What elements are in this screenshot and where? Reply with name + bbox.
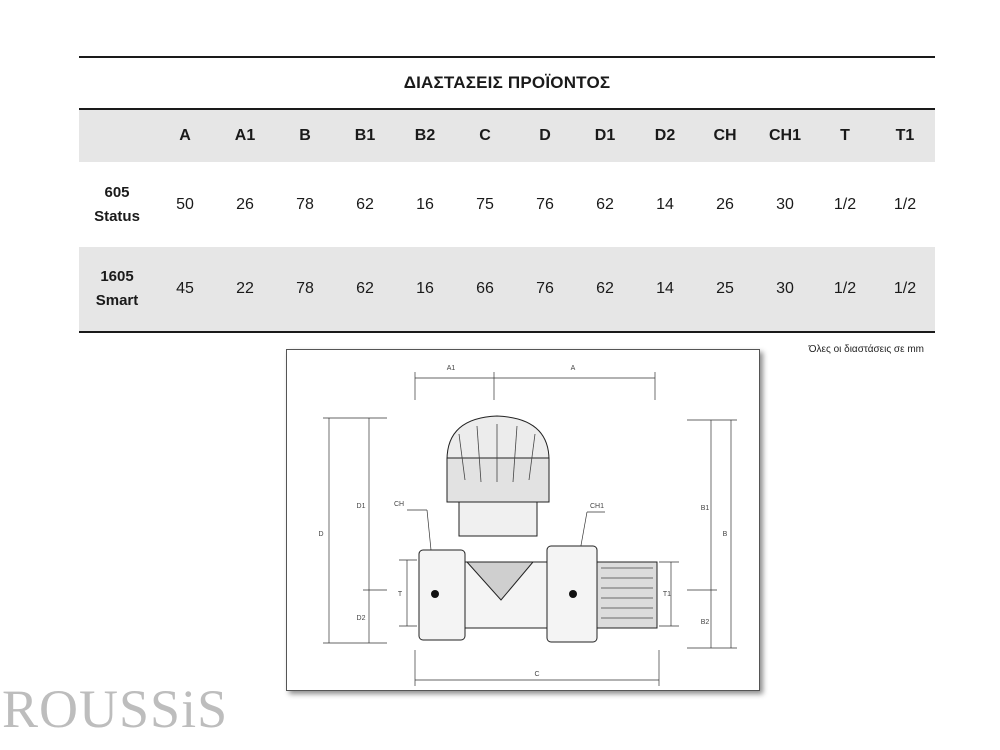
units-note: Όλες οι διαστάσεις σε mm bbox=[808, 344, 924, 355]
column-header: D2 bbox=[654, 127, 676, 144]
value-cell: 78 bbox=[296, 195, 314, 213]
column-header: T1 bbox=[895, 127, 915, 144]
model-number: 1605 bbox=[100, 268, 134, 285]
column-header: D bbox=[539, 127, 551, 144]
value-cell: 16 bbox=[416, 280, 434, 297]
dim-label-d2: D2 bbox=[357, 615, 366, 622]
value-cell: 14 bbox=[656, 195, 674, 213]
value-cell: 62 bbox=[596, 280, 614, 297]
value-cell: 26 bbox=[716, 195, 734, 213]
value-cell: 14 bbox=[656, 280, 674, 297]
value-cell: 75 bbox=[476, 195, 494, 213]
table-header-row: A A1 B B1 B2 C D D1 D2 CH CH1 T T1 bbox=[79, 110, 935, 162]
value-cell: 16 bbox=[416, 195, 434, 213]
dim-label-b: B bbox=[723, 531, 728, 538]
dim-label-t: T bbox=[398, 591, 403, 598]
dim-label-c: C bbox=[534, 671, 539, 678]
column-header: T bbox=[840, 127, 850, 144]
dim-label-a: A bbox=[571, 365, 576, 372]
value-cell: 30 bbox=[776, 195, 794, 213]
column-header: B bbox=[299, 127, 311, 144]
column-header: D1 bbox=[594, 127, 616, 144]
value-cell: 78 bbox=[296, 280, 314, 297]
corner-cell bbox=[79, 110, 155, 162]
value-cell: 30 bbox=[776, 280, 794, 297]
value-cell: 62 bbox=[356, 195, 374, 213]
value-cell: 45 bbox=[176, 280, 194, 297]
dim-label-ch1: CH1 bbox=[590, 503, 604, 510]
column-header: CH1 bbox=[768, 127, 801, 144]
roussis-logo: ROUSSiS bbox=[2, 679, 229, 739]
model-variant: Smart bbox=[95, 292, 139, 309]
valve-technical-drawing: A1 A D D1 D2 CH CH1 T T1 B B1 B2 C bbox=[286, 349, 760, 691]
value-cell: 22 bbox=[236, 280, 254, 297]
dim-label-d: D bbox=[318, 531, 323, 538]
value-cell: 50 bbox=[176, 195, 194, 213]
column-header: A1 bbox=[234, 127, 256, 144]
valve-drawing-svg: A1 A D D1 D2 CH CH1 T T1 B B1 B2 C bbox=[318, 365, 737, 686]
dim-label-d1: D1 bbox=[357, 503, 366, 510]
value-cell: 25 bbox=[716, 280, 734, 297]
column-header: B1 bbox=[354, 127, 376, 144]
value-cell: 66 bbox=[476, 280, 494, 297]
model-number: 605 bbox=[104, 183, 130, 201]
value-cell: 62 bbox=[356, 280, 374, 297]
column-header: C bbox=[479, 127, 491, 144]
value-cell: 1/2 bbox=[833, 280, 857, 297]
dim-label-ch: CH bbox=[394, 501, 404, 508]
dim-label-b2: B2 bbox=[701, 619, 710, 626]
dim-label-b1: B1 bbox=[701, 505, 710, 512]
dim-label-t1: T1 bbox=[663, 591, 671, 598]
value-cell: 1/2 bbox=[833, 195, 857, 213]
value-cell: 76 bbox=[536, 195, 554, 213]
model-variant: Status bbox=[94, 207, 140, 225]
column-header: A bbox=[179, 127, 191, 144]
title-bar: ΔΙΑΣΤΑΣΕΙΣ ΠΡΟΪΟΝΤΟΣ bbox=[79, 56, 935, 110]
value-cell: 76 bbox=[536, 280, 554, 297]
column-header: CH bbox=[713, 127, 737, 144]
value-cell: 1/2 bbox=[893, 195, 917, 213]
column-header: B2 bbox=[414, 127, 436, 144]
dim-label-a1: A1 bbox=[447, 365, 456, 372]
page-title: ΔΙΑΣΤΑΣΕΙΣ ΠΡΟΪΟΝΤΟΣ bbox=[403, 73, 611, 92]
value-cell: 62 bbox=[596, 195, 614, 213]
value-cell: 1/2 bbox=[893, 280, 917, 297]
value-cell: 26 bbox=[236, 195, 254, 213]
